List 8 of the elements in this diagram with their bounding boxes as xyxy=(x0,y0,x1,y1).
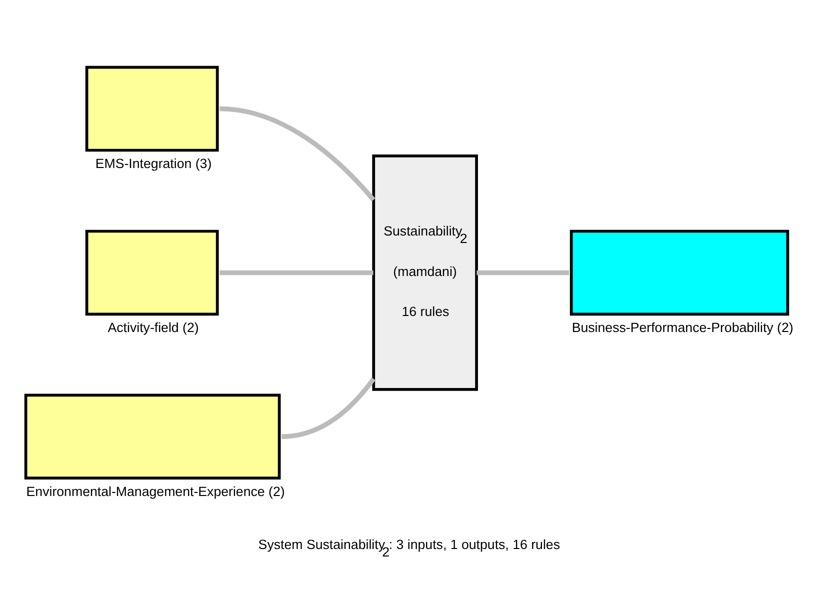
connector xyxy=(220,106,376,201)
connector xyxy=(282,376,376,438)
connector xyxy=(220,270,374,275)
node-label: Business-Performance-Probability (2) xyxy=(572,319,794,334)
connector xyxy=(476,270,569,275)
node-label: EMS-Integration (3) xyxy=(95,156,212,171)
node-label: Activity-field (2) xyxy=(108,319,199,334)
node-label: Environmental-Management-Experience (2) xyxy=(26,483,285,498)
